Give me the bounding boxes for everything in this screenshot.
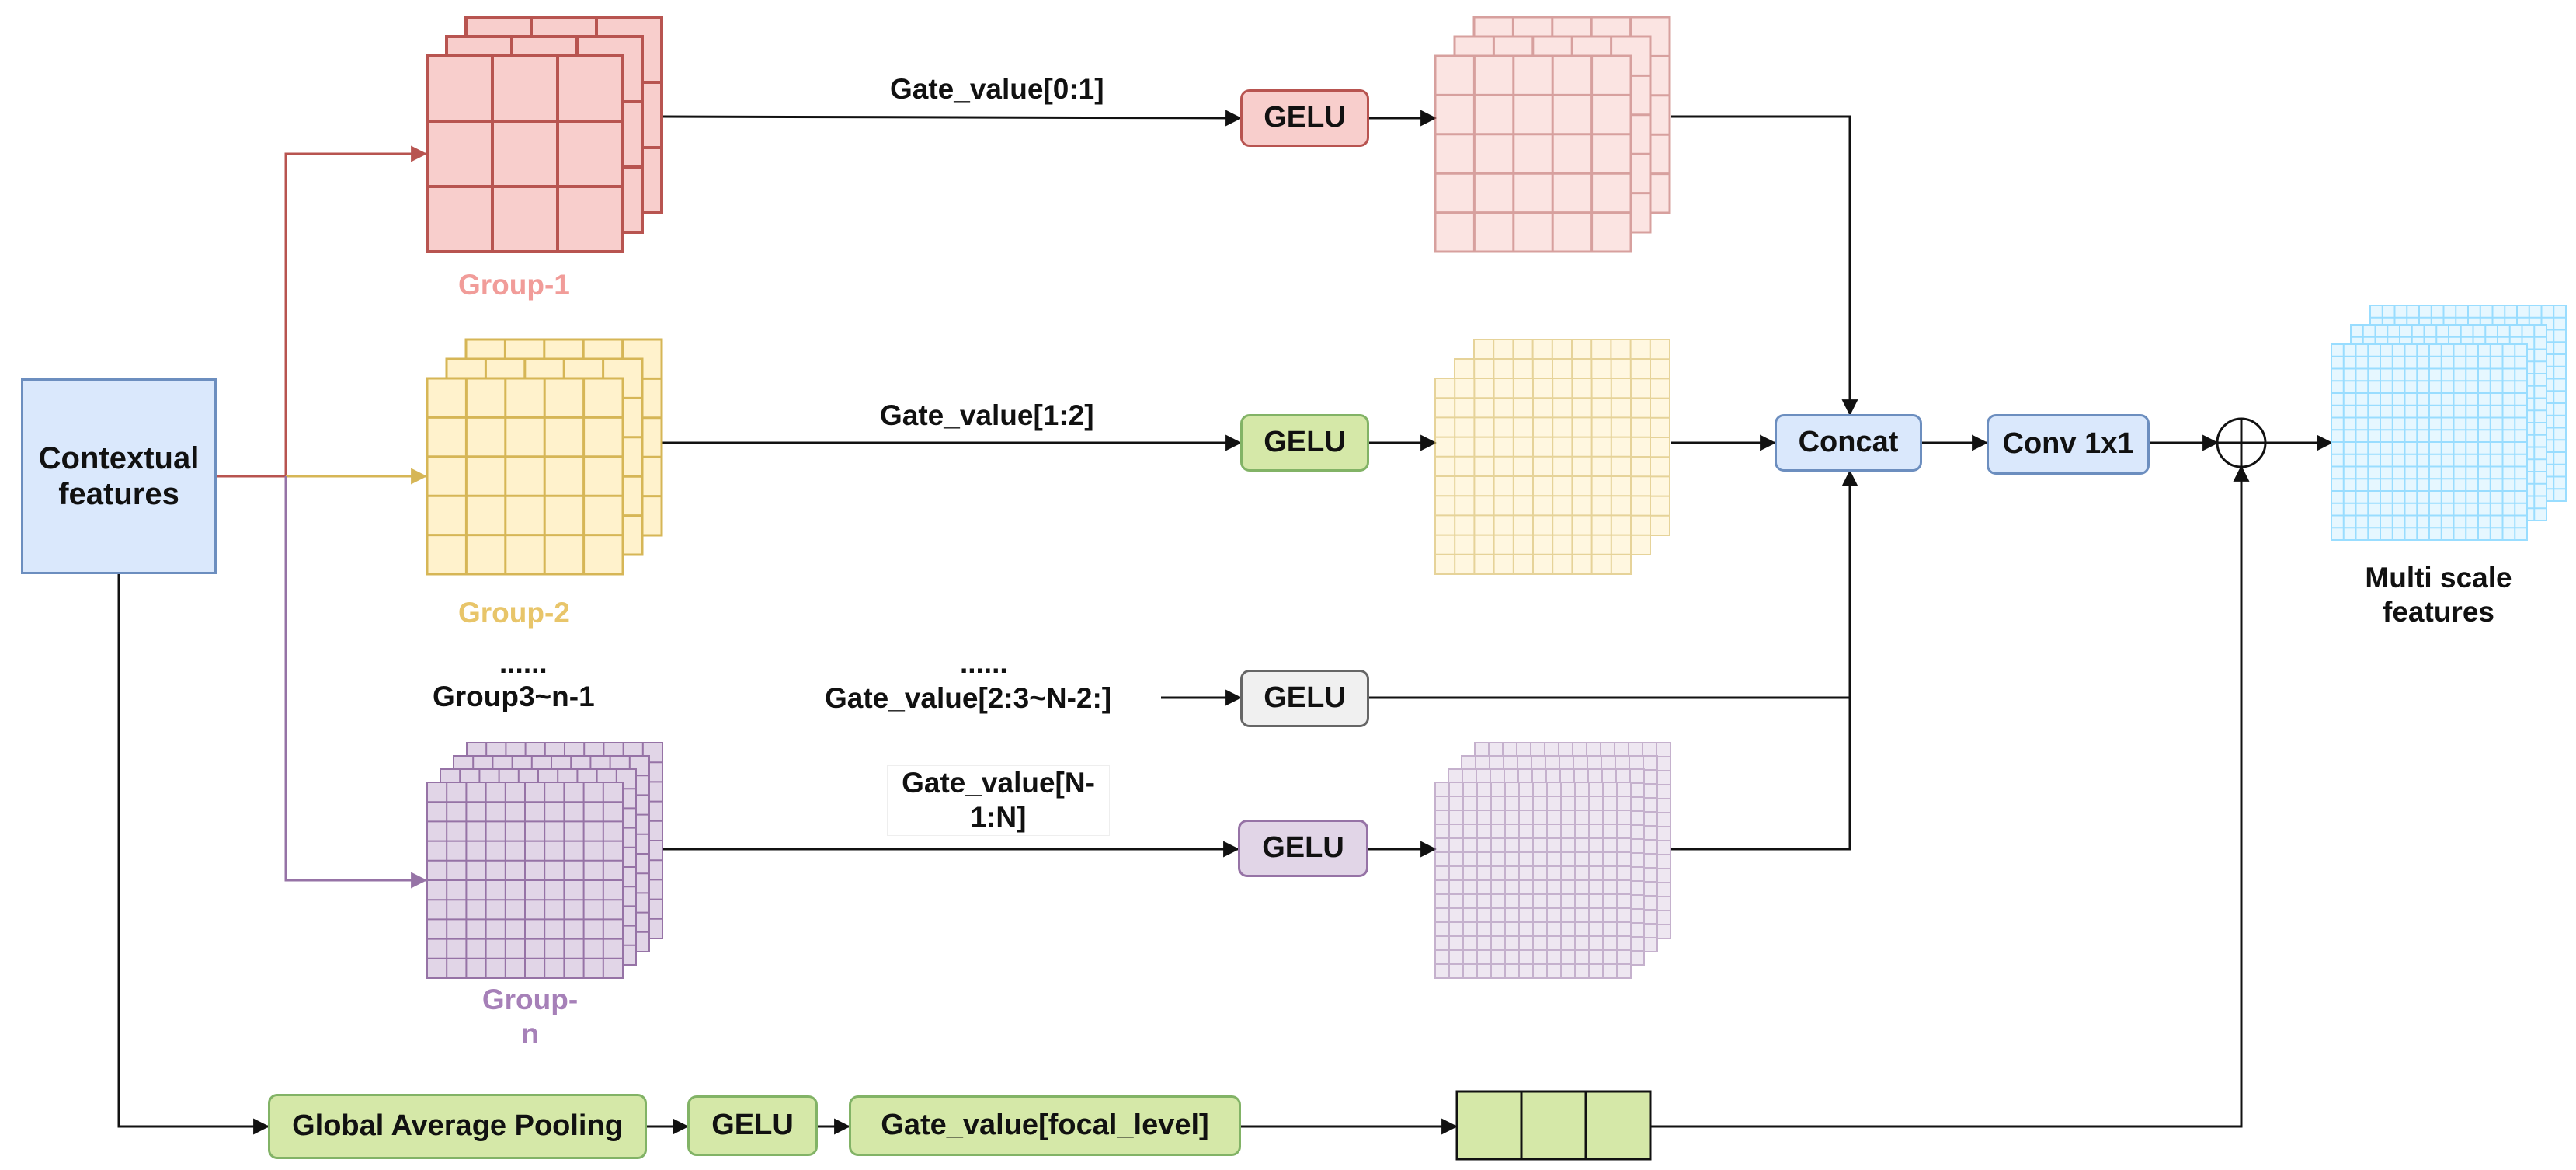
gate-value-mid-label: Gate_value[2:3~N-2:] [825, 682, 1112, 714]
conv-1x1-box: Conv 1x1 [1987, 414, 2150, 475]
group-n-label: Group- n [481, 984, 579, 1050]
feature-2-grid-stack [1434, 339, 1670, 575]
feature-1-grid-stack [1434, 16, 1671, 253]
group-middle-label: Group3~n-1 [433, 681, 595, 712]
arrow-feature1-to-concat [1671, 115, 1858, 416]
arrow-to-group-1 [284, 145, 428, 476]
gate-value-n-label: Gate_value[N- 1:N] [887, 765, 1110, 836]
gate-vector-cells [1455, 1090, 1652, 1161]
gate-ellipsis-label: ...... [960, 647, 1008, 679]
gate-value-0-1-label: Gate_value[0:1] [890, 73, 1104, 105]
group-2-grid-stack [426, 338, 663, 576]
arrow-to-group-n [284, 476, 428, 889]
line-featuren-to-concat [1671, 698, 1851, 851]
gelu-box-group-n: GELU [1238, 820, 1368, 877]
gelu-box-group-1: GELU [1240, 89, 1369, 147]
group-ellipsis-label: ...... [499, 647, 548, 679]
arrow-input-to-gap [117, 574, 270, 1135]
gelu-box-group-middle: GELU [1240, 670, 1369, 727]
group-2-label: Group-2 [458, 597, 570, 629]
group-n-grid-stack [426, 742, 663, 979]
gate-value-1-2-label: Gate_value[1:2] [880, 399, 1094, 431]
group-1-grid-stack [426, 16, 663, 253]
feature-n-grid-stack [1434, 742, 1671, 979]
arrow-vector-to-add [1651, 465, 2250, 1128]
arrow-group1-to-gelu [661, 110, 1243, 127]
group-1-label: Group-1 [458, 269, 570, 301]
multi-scale-features-label: Multi scale features [2365, 562, 2512, 629]
concat-box: Concat [1775, 414, 1922, 472]
gelu-box-group-2: GELU [1240, 414, 1369, 472]
gate-value-focal-level-box: Gate_value[focal_level] [849, 1095, 1241, 1156]
gelu-box-bottom: GELU [687, 1095, 818, 1156]
contextual-features-box: Contextual features [21, 378, 217, 574]
multi-scale-features-grid-stack [2331, 305, 2567, 541]
global-average-pooling-box: Global Average Pooling [268, 1094, 647, 1159]
